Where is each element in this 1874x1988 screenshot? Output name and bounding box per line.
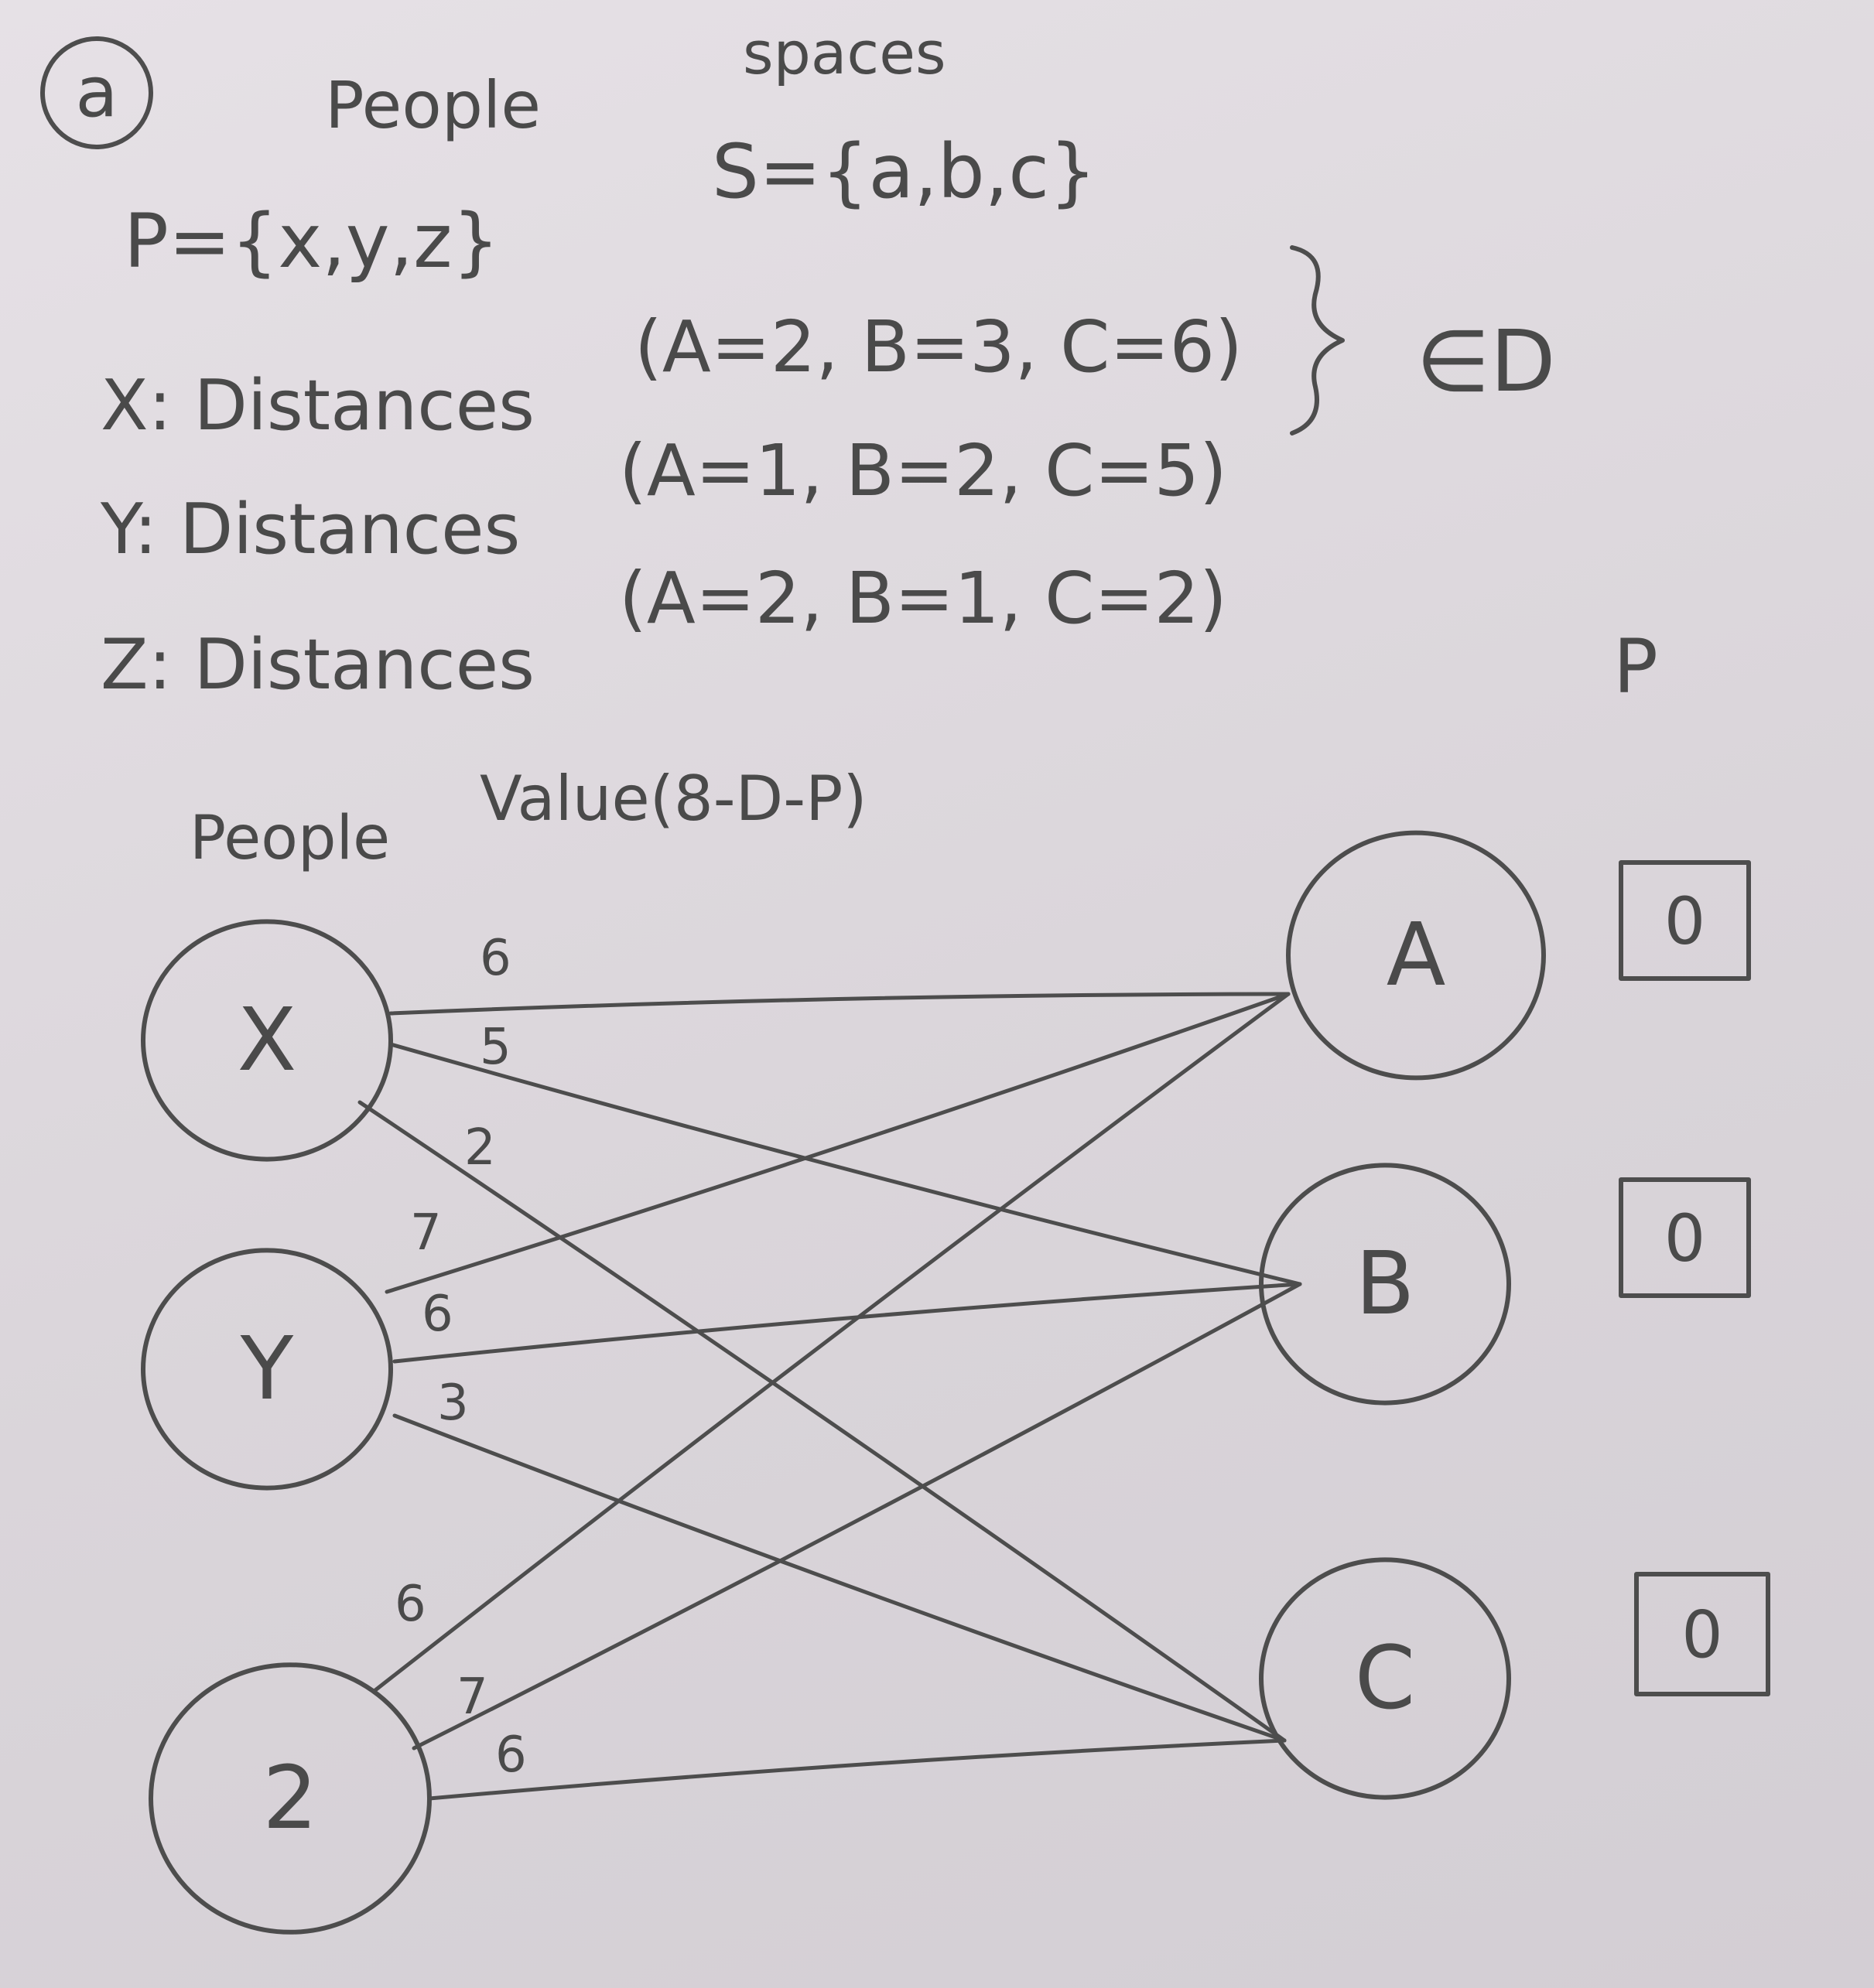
- price-box-C: [1634, 1572, 1770, 1696]
- edge-value-Y-C: 3: [437, 1375, 469, 1432]
- price-value-B: 0: [1664, 1201, 1705, 1276]
- edge-value-Z-C: 6: [495, 1727, 527, 1784]
- distance-values-y: (A=1, B=2, C=5): [619, 429, 1227, 512]
- edge-Y-A: [385, 992, 1291, 1294]
- edge-X-C: [357, 1100, 1287, 1743]
- price-value-A: 0: [1664, 883, 1705, 959]
- distance-label-z: Z: Distances: [101, 624, 535, 705]
- person-node-label-Z: 2: [262, 1748, 317, 1849]
- price-value-C: 0: [1681, 1597, 1722, 1673]
- edge-value-Y-B: 6: [422, 1286, 453, 1343]
- person-node-Y: Y: [141, 1248, 393, 1491]
- space-node-circle-B: [1259, 1163, 1511, 1406]
- price-box-A: [1619, 860, 1751, 981]
- spaces-title: spaces: [743, 19, 946, 87]
- space-node-label-C: C: [1355, 1628, 1415, 1729]
- distance-label-x: X: Distances: [101, 365, 535, 446]
- person-node-label-X: X: [238, 990, 297, 1091]
- distance-values-z: (A=2, B=1, C=2): [619, 557, 1227, 640]
- person-node-Z: 2: [149, 1662, 432, 1935]
- space-node-A: A: [1286, 830, 1546, 1081]
- edge-Z-B: [412, 1282, 1302, 1751]
- space-node-B: B: [1259, 1163, 1511, 1406]
- person-node-circle-Z: [149, 1662, 432, 1935]
- spaces-set: S={a,b,c}: [712, 128, 1096, 215]
- distance-label-y: Y: Distances: [100, 489, 520, 570]
- space-node-C: C: [1259, 1557, 1511, 1800]
- person-node-X: X: [141, 919, 393, 1162]
- edge-value-Z-A: 6: [395, 1576, 426, 1633]
- space-node-circle-A: [1286, 830, 1546, 1081]
- edge-value-X-B: 5: [480, 1019, 511, 1076]
- membership-label: ∈D: [1416, 312, 1556, 411]
- people-title: People: [325, 67, 541, 143]
- edge-X-B: [388, 1042, 1302, 1286]
- people-set: P={x,y,z}: [124, 198, 500, 285]
- space-node-label-A: A: [1387, 905, 1446, 1006]
- edge-Y-B: [392, 1282, 1302, 1364]
- brace: [1290, 245, 1345, 436]
- person-node-label-Y: Y: [240, 1319, 294, 1419]
- people-column-header: People: [190, 804, 390, 873]
- edge-value-X-C: 2: [464, 1119, 496, 1177]
- price-box-B: [1619, 1177, 1751, 1298]
- price-column-header: P: [1613, 623, 1658, 710]
- edge-Y-C: [392, 1413, 1287, 1743]
- distance-values-x: (A=2, B=3, C=6): [634, 306, 1243, 388]
- part-label: a: [75, 52, 118, 133]
- person-node-circle-Y: [141, 1248, 393, 1491]
- person-node-circle-X: [141, 919, 393, 1162]
- edge-Z-C: [427, 1738, 1287, 1801]
- value-formula-header: Value(8-D-P): [480, 763, 867, 835]
- space-node-circle-C: [1259, 1557, 1511, 1800]
- edge-value-Z-B: 7: [457, 1669, 488, 1726]
- edge-value-Y-A: 7: [410, 1204, 442, 1262]
- space-node-label-B: B: [1356, 1234, 1415, 1334]
- part-label-circle: [40, 36, 153, 149]
- edge-value-X-A: 6: [480, 930, 511, 987]
- edge-Z-A: [373, 992, 1291, 1693]
- edge-X-A: [388, 992, 1291, 1016]
